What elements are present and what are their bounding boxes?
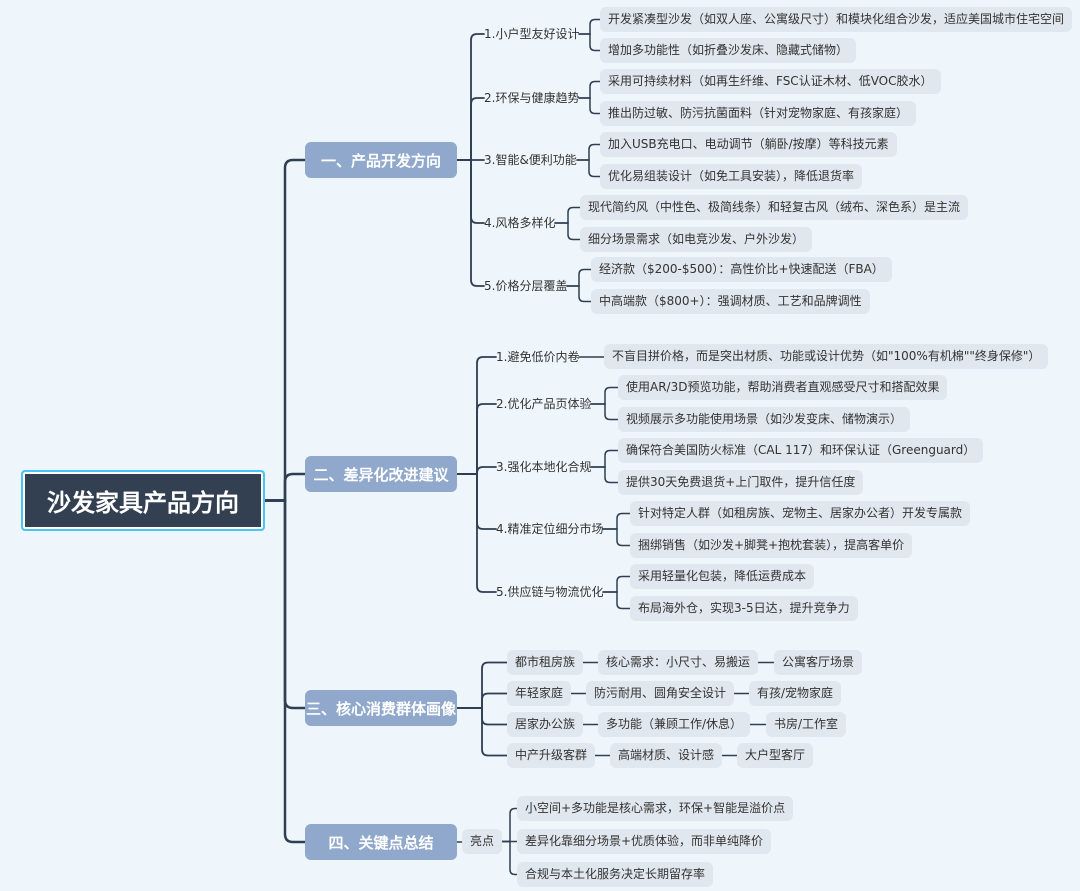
link-b2-2 [456,466,497,475]
leaf-office-scene[interactable]: 书房/工作室 [766,712,847,737]
leaf-overseas-warehouse[interactable]: 布局海外仓，实现3-5日达，提升竞争力 [630,596,858,621]
topic-niche-market[interactable]: 4.精准定位细分市场 [496,522,604,536]
branch-consumer-profiles[interactable]: 三、核心消费群体画像 [305,690,457,726]
link-b1t5-0 [566,268,592,287]
leaf-renters-need[interactable]: 核心需求：小尺寸、易搬运 [598,650,759,675]
leaf-families-need[interactable]: 防污耐用、圆角安全设计 [586,681,735,706]
link-root-0 [263,158,307,502]
link-b4t1-2 [501,840,518,876]
link-b1t1-0 [578,18,601,35]
topic-local-compliance[interactable]: 3.强化本地化合规 [496,460,592,474]
leaf-modern-retro[interactable]: 现代简约风（中性色、极简线条）和轻复古风（绒布、深色系）是主流 [580,195,969,220]
link-b1-4 [456,159,485,287]
leaf-multifunction[interactable]: 增加多功能性（如折叠沙发床、隐藏式储物） [600,38,857,63]
link-b2t5-0 [602,575,631,593]
leaf-target-groups[interactable]: 针对特定人群（如租房族、宠物主、居家办公者）开发专属款 [630,501,971,526]
leaf-urban-renters[interactable]: 都市租房族 [507,650,584,675]
topic-supply-logistics[interactable]: 5.供应链与物流优化 [496,585,604,599]
link-b2-0 [456,356,497,475]
leaf-office-need[interactable]: 多功能（兼顾工作/休息） [598,712,751,737]
root-node[interactable]: 沙发家具产品方向 [21,470,265,531]
leaf-highlights[interactable]: 亮点 [462,829,503,854]
link-b2t3-0 [590,449,619,468]
link-b3-0 [456,661,508,709]
topic-small-apartment[interactable]: 1.小户型友好设计 [484,27,580,41]
leaf-bundle-sales[interactable]: 捆绑销售（如沙发+脚凳+抱枕套装），提高客单价 [630,533,913,558]
branch-product-development[interactable]: 一、产品开发方向 [305,142,457,178]
link-b2t4-1 [602,528,631,547]
leaf-easy-assembly[interactable]: 优化易组装设计（如免工具安装），降低退货率 [600,164,863,189]
leaf-premium-tier[interactable]: 中高端款（$800+）：强调材质、工艺和品牌调性 [591,289,870,314]
branch-differentiation[interactable]: 二、差异化改进建议 [305,456,457,492]
topic-eco-health[interactable]: 2.环保与健康趋势 [484,91,580,105]
link-b3-3 [456,707,508,757]
leaf-light-packaging[interactable]: 采用轻量化包装，降低运费成本 [630,564,815,589]
link-b2t5-1 [602,591,631,610]
link-b2t2-0 [590,386,619,405]
leaf-compact-sofa[interactable]: 开发紧凑型沙发（如双人座、公寓级尺寸）和模块化组合沙发，适应美国城市住宅空间 [600,7,1073,32]
leaf-summary-diff[interactable]: 差异化靠细分场景+优质体验，而非单纯降价 [517,829,772,854]
leaf-highlight-quality[interactable]: 不盲目拼价格，而是突出材质、功能或设计优势（如"100%有机棉""终身保修"） [604,344,1049,369]
link-b1t2-1 [578,97,601,115]
topic-style-diversity[interactable]: 4.风格多样化 [484,216,556,230]
link-b1t2-0 [578,80,601,99]
link-b3-1 [456,692,508,709]
leaf-scenario-needs[interactable]: 细分场景需求（如电竞沙发、户外沙发） [580,227,813,252]
leaf-antiallergy-fabric[interactable]: 推出防过敏、防污抗菌面料（针对宠物家庭、有孩家庭） [600,101,917,126]
leaf-usb-electric[interactable]: 加入USB充电口、电动调节（躺卧/按摩）等科技元素 [600,132,897,157]
leaf-free-returns[interactable]: 提供30天免费退货+上门取件，提升信任度 [618,470,864,495]
link-root-3 [263,499,307,844]
leaf-summary-compliance[interactable]: 合规与本土化服务决定长期留存率 [517,862,714,887]
leaf-young-families[interactable]: 年轻家庭 [507,681,572,706]
link-b4t1-0 [501,807,518,843]
link-b1-0 [456,33,485,161]
leaf-middle-class[interactable]: 中产升级客群 [507,743,596,768]
leaf-ar-preview[interactable]: 使用AR/3D预览功能，帮助消费者直观感受尺寸和搭配效果 [618,375,948,400]
link-b1t1-1 [578,33,601,52]
branch-key-summary[interactable]: 四、关键点总结 [305,824,457,860]
link-root-1 [263,472,307,502]
leaf-families-scene[interactable]: 有孩/宠物家庭 [749,681,842,706]
leaf-middleclass-need[interactable]: 高端材质、设计感 [610,743,723,768]
topic-smart-convenience[interactable]: 3.智能&便利功能 [484,153,577,167]
topic-avoid-price-war[interactable]: 1.避免低价内卷 [496,350,580,364]
link-b2t2-1 [590,403,619,421]
link-b1t4-1 [554,222,581,241]
link-b1t3-1 [576,159,601,178]
link-b2-4 [456,473,497,593]
leaf-home-office[interactable]: 居家办公族 [507,712,584,737]
link-b2-1 [456,403,497,475]
leaf-video-demo[interactable]: 视频展示多功能使用场景（如沙发变床、储物演示） [618,407,911,432]
link-b2t3-1 [590,466,619,484]
leaf-economy-tier[interactable]: 经济款（$200-$500）：高性价比+快速配送（FBA） [591,257,892,282]
link-b1t4-0 [554,206,581,224]
leaf-middleclass-scene[interactable]: 大户型客厅 [737,743,814,768]
topic-product-page[interactable]: 2.优化产品页体验 [496,397,592,411]
leaf-sustainable-materials[interactable]: 采用可持续材料（如再生纤维、FSC认证木材、低VOC胶水） [600,69,941,94]
topic-price-tiers[interactable]: 5.价格分层覆盖 [484,279,568,293]
link-b2t4-0 [602,512,631,530]
leaf-renters-scene[interactable]: 公寓客厅场景 [774,650,863,675]
leaf-summary-space[interactable]: 小空间+多功能是核心需求，环保+智能是溢价点 [517,796,794,821]
link-b1t5-1 [566,285,592,303]
link-b1-1 [456,97,485,161]
link-b1t3-0 [576,143,601,161]
leaf-fire-standard[interactable]: 确保符合美国防火标准（CAL 117）和环保认证（Greenguard） [618,438,984,463]
